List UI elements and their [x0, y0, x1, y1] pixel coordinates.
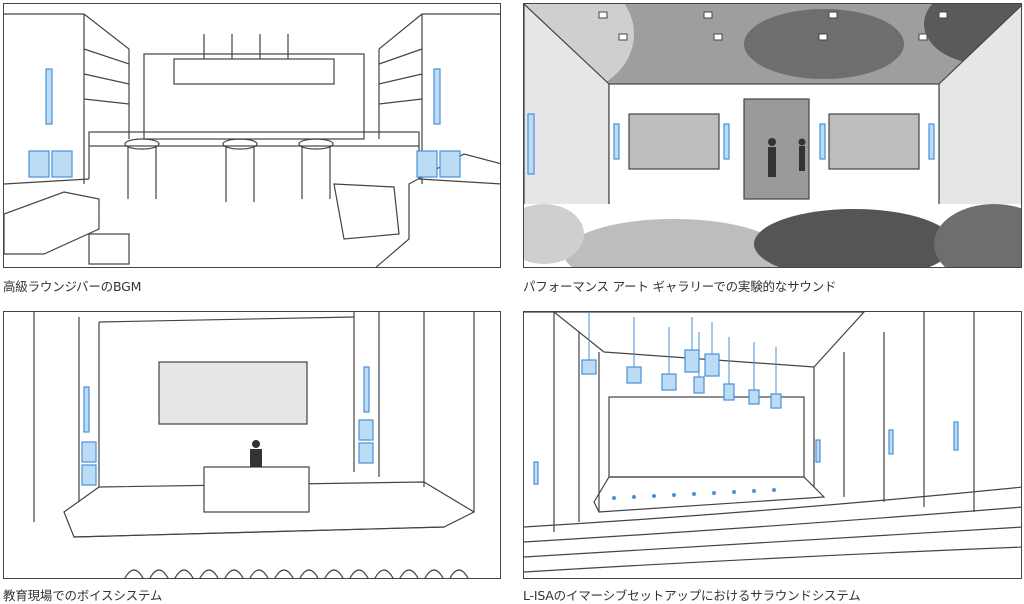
side-table [88, 233, 130, 265]
presenter-figure [250, 440, 262, 467]
stage [593, 476, 826, 513]
speaker-icon [358, 419, 374, 441]
bar-stools [124, 138, 334, 202]
wall-speaker-icon [953, 421, 959, 451]
caption-lecture-hall: 教育現場でのボイスシステム [3, 588, 163, 603]
caption-gallery: パフォーマンス アート ギャラリーでの実験的なサウンド [523, 279, 837, 294]
hanging-speaker-icon [581, 359, 597, 375]
painting [628, 113, 720, 170]
column-speaker-icon [45, 68, 53, 125]
coffee-table [333, 183, 400, 240]
lecture-hall-illustration [3, 311, 501, 579]
left-sofa [4, 191, 100, 255]
hanging-speaker-icon [626, 366, 642, 384]
projection-screen [158, 361, 308, 425]
audience-seats [124, 569, 469, 578]
painting [828, 113, 920, 170]
stage-back-wall [608, 396, 805, 478]
visitor-figures [768, 138, 806, 177]
wall-speaker-icon [888, 429, 894, 455]
hanging-speaker-icon [661, 373, 677, 391]
column-speaker-icon [723, 123, 730, 160]
wall-speaker-icon [815, 439, 821, 463]
column-speaker-icon [83, 386, 90, 433]
speaker-icon [416, 150, 438, 178]
wall-speaker-icon [533, 461, 539, 485]
podium [203, 466, 310, 513]
hanging-speaker-icon [770, 393, 782, 409]
left-shelf [83, 48, 130, 139]
stage-front-speakers [612, 488, 776, 500]
column-speaker-icon [928, 123, 935, 160]
speaker-icon [51, 150, 73, 178]
speaker-icon [439, 150, 461, 178]
column-speaker-icon [613, 123, 620, 160]
right-shelf [378, 48, 423, 139]
speaker-icon [81, 464, 97, 486]
column-speaker-icon [527, 113, 535, 175]
audience-rows [524, 486, 1021, 573]
hanging-speaker-icon [693, 376, 705, 394]
gallery-illustration [523, 3, 1022, 268]
lounge-bar-illustration [3, 3, 501, 268]
concert-hall-illustration [523, 311, 1022, 579]
caption-concert-hall: L-ISAのイマーシブセットアップにおけるサラウンドシステム [523, 588, 861, 603]
column-speaker-icon [363, 366, 370, 413]
right-sofa [375, 153, 500, 267]
speaker-icon [358, 442, 374, 464]
column-speaker-icon [819, 123, 826, 160]
caption-lounge-bar: 高級ラウンジバーのBGM [3, 279, 142, 294]
speaker-icon [28, 150, 50, 178]
hanging-speaker-icon [723, 383, 735, 401]
column-speaker-icon [433, 68, 441, 125]
speaker-icon [81, 441, 97, 463]
hanging-speaker-icon [684, 349, 700, 373]
hanging-speaker-icon [748, 389, 760, 405]
hanging-speaker-icon [704, 353, 720, 377]
